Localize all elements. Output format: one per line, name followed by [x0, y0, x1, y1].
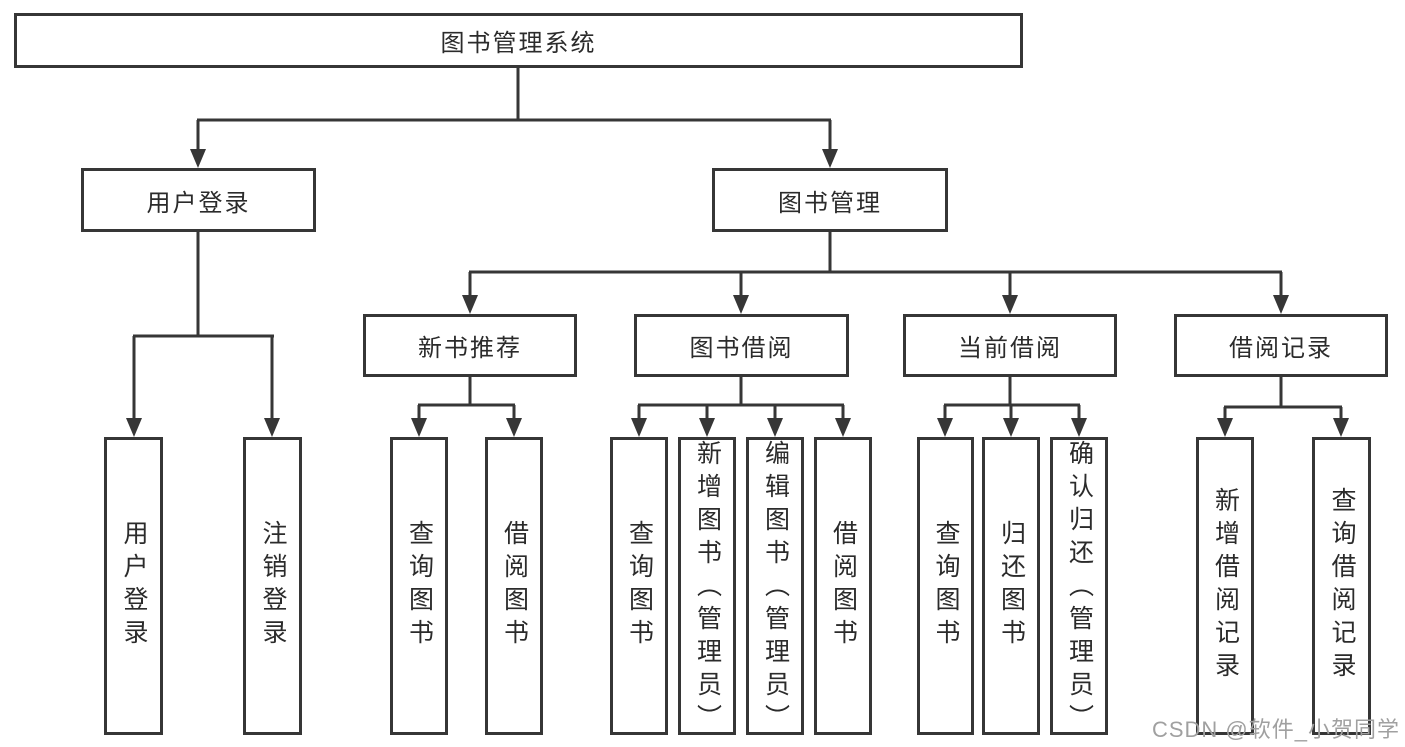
- leaf-add-borrow-record: 新增借阅记录: [1196, 437, 1254, 735]
- arrow-down-icon: [264, 418, 280, 437]
- leaf-user-login: 用户登录: [104, 437, 163, 735]
- arrow-down-icon: [937, 418, 953, 437]
- arrow-down-icon: [1333, 418, 1349, 437]
- leaf-borrow-books-borrow: 借阅图书: [814, 437, 872, 735]
- node-book-management: 图书管理: [712, 168, 948, 232]
- leaf-add-books-admin: 新增图书（管理员）: [678, 437, 736, 737]
- leaf-query-books-current: 查询图书: [917, 437, 974, 735]
- leaf-borrow-books-recommend: 借阅图书: [485, 437, 543, 735]
- leaf-edit-books-admin: 编辑图书（管理员）: [746, 437, 804, 737]
- arrow-down-icon: [733, 295, 749, 314]
- leaf-confirm-return-admin: 确认归还（管理员）: [1050, 437, 1108, 737]
- leaf-query-borrow-record: 查询借阅记录: [1312, 437, 1371, 735]
- node-root: 图书管理系统: [14, 13, 1023, 68]
- arrow-down-icon: [631, 418, 647, 437]
- arrow-down-icon: [699, 418, 715, 437]
- arrow-down-icon: [411, 418, 427, 437]
- arrow-down-icon: [1071, 418, 1087, 437]
- node-borrowing-records: 借阅记录: [1174, 314, 1388, 377]
- leaf-query-books-borrow: 查询图书: [610, 437, 668, 735]
- arrow-down-icon: [462, 295, 478, 314]
- arrow-down-icon: [126, 418, 142, 437]
- arrow-down-icon: [190, 149, 206, 168]
- arrow-down-icon: [767, 418, 783, 437]
- leaf-return-books: 归还图书: [982, 437, 1040, 735]
- node-new-book-recommend: 新书推荐: [363, 314, 577, 377]
- node-book-borrowing: 图书借阅: [634, 314, 849, 377]
- leaf-query-books-recommend: 查询图书: [390, 437, 448, 735]
- arrow-down-icon: [822, 149, 838, 168]
- node-user-login: 用户登录: [81, 168, 316, 232]
- arrow-down-icon: [835, 418, 851, 437]
- watermark: CSDN @软件_小贺同学: [1151, 717, 1400, 742]
- arrow-down-icon: [506, 418, 522, 437]
- arrow-down-icon: [1273, 295, 1289, 314]
- leaf-logout: 注销登录: [243, 437, 302, 735]
- node-current-borrowing: 当前借阅: [903, 314, 1117, 377]
- arrow-down-icon: [1002, 295, 1018, 314]
- arrow-down-icon: [1217, 418, 1233, 437]
- arrow-down-icon: [1003, 418, 1019, 437]
